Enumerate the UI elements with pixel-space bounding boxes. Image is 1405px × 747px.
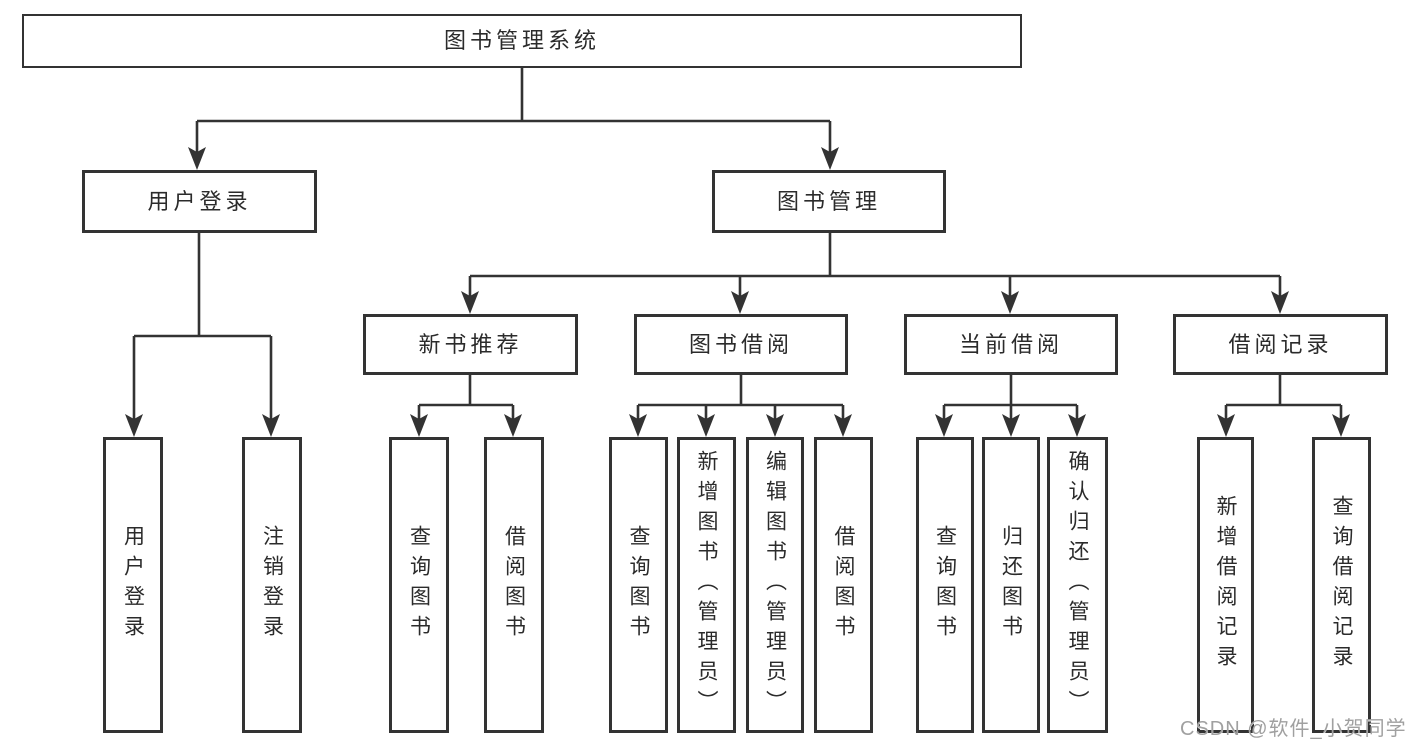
node-label: 新增借阅记录 (1214, 495, 1237, 675)
node-label: 用户登录 (147, 188, 252, 214)
node-current-borrowing: 当前借阅 (904, 314, 1118, 375)
csdn-watermark: CSDN @软件_小贺同学 (1180, 718, 1405, 740)
node-label: 注销登录 (260, 525, 284, 645)
node-label: 新书推荐 (418, 331, 523, 357)
node-label: 查询图书 (933, 525, 957, 645)
node-library-management-system: 图书管理系统 (22, 14, 1022, 68)
node-label: 查询图书 (627, 525, 650, 645)
node-borrowing-records: 借阅记录 (1173, 314, 1388, 375)
arrowhead-icon (410, 414, 428, 437)
node-label: 图书管理系统 (443, 28, 600, 53)
arrowhead-icon (1002, 414, 1020, 437)
arrowhead-icon (834, 414, 852, 437)
node-label: 新增图书（管理员） (695, 450, 718, 720)
leaf-confirm-return-admin: 确认归还（管理员） (1047, 437, 1108, 733)
node-label: 用户登录 (121, 525, 145, 645)
leaf-user-login: 用户登录 (103, 437, 163, 733)
node-new-book-recommendation: 新书推荐 (363, 314, 578, 375)
leaf-search-books-borrowing: 查询图书 (609, 437, 668, 733)
leaf-return-books: 归还图书 (982, 437, 1040, 733)
arrowhead-icon (1068, 414, 1086, 437)
node-book-management: 图书管理 (712, 170, 946, 233)
arrowhead-icon (697, 414, 715, 437)
arrowhead-icon (766, 414, 784, 437)
node-label: 当前借阅 (958, 331, 1063, 357)
leaf-edit-books-admin: 编辑图书（管理员） (746, 437, 804, 733)
leaf-borrow-books: 借阅图书 (814, 437, 873, 733)
leaf-search-books-current: 查询图书 (916, 437, 974, 733)
leaf-search-borrow-record: 查询借阅记录 (1312, 437, 1371, 733)
leaf-logout: 注销登录 (242, 437, 302, 733)
node-label: 借阅图书 (502, 525, 526, 645)
arrowhead-icon (1217, 414, 1235, 437)
arrowhead-icon (1332, 414, 1350, 437)
arrowhead-icon (821, 147, 839, 170)
node-label: 借阅图书 (832, 525, 855, 645)
node-user-login: 用户登录 (82, 170, 317, 233)
node-label: 编辑图书（管理员） (763, 450, 787, 720)
arrowhead-icon (935, 414, 953, 437)
arrowhead-icon (731, 291, 749, 314)
arrowhead-icon (629, 414, 647, 437)
node-label: 查询图书 (407, 525, 431, 645)
arrowhead-icon (125, 414, 143, 437)
node-label: 查询借阅记录 (1330, 495, 1353, 675)
node-label: 归还图书 (999, 525, 1023, 645)
leaf-add-borrow-record: 新增借阅记录 (1197, 437, 1254, 733)
leaf-search-books-recommend: 查询图书 (389, 437, 449, 733)
arrowhead-icon (262, 414, 280, 437)
node-book-borrowing: 图书借阅 (634, 314, 848, 375)
node-label: 图书管理 (776, 188, 881, 214)
arrowhead-icon (461, 291, 479, 314)
arrowhead-icon (188, 147, 206, 170)
connector-path (132, 68, 1343, 420)
leaf-borrow-books-recommend: 借阅图书 (484, 437, 544, 733)
node-label: 图书借阅 (688, 331, 793, 357)
arrowhead-icon (1001, 291, 1019, 314)
arrowhead-icon (1271, 291, 1289, 314)
arrowhead-icon (504, 414, 522, 437)
node-label: 确认归还（管理员） (1066, 450, 1089, 720)
node-label: 借阅记录 (1228, 331, 1333, 357)
leaf-add-books-admin: 新增图书（管理员） (677, 437, 736, 733)
